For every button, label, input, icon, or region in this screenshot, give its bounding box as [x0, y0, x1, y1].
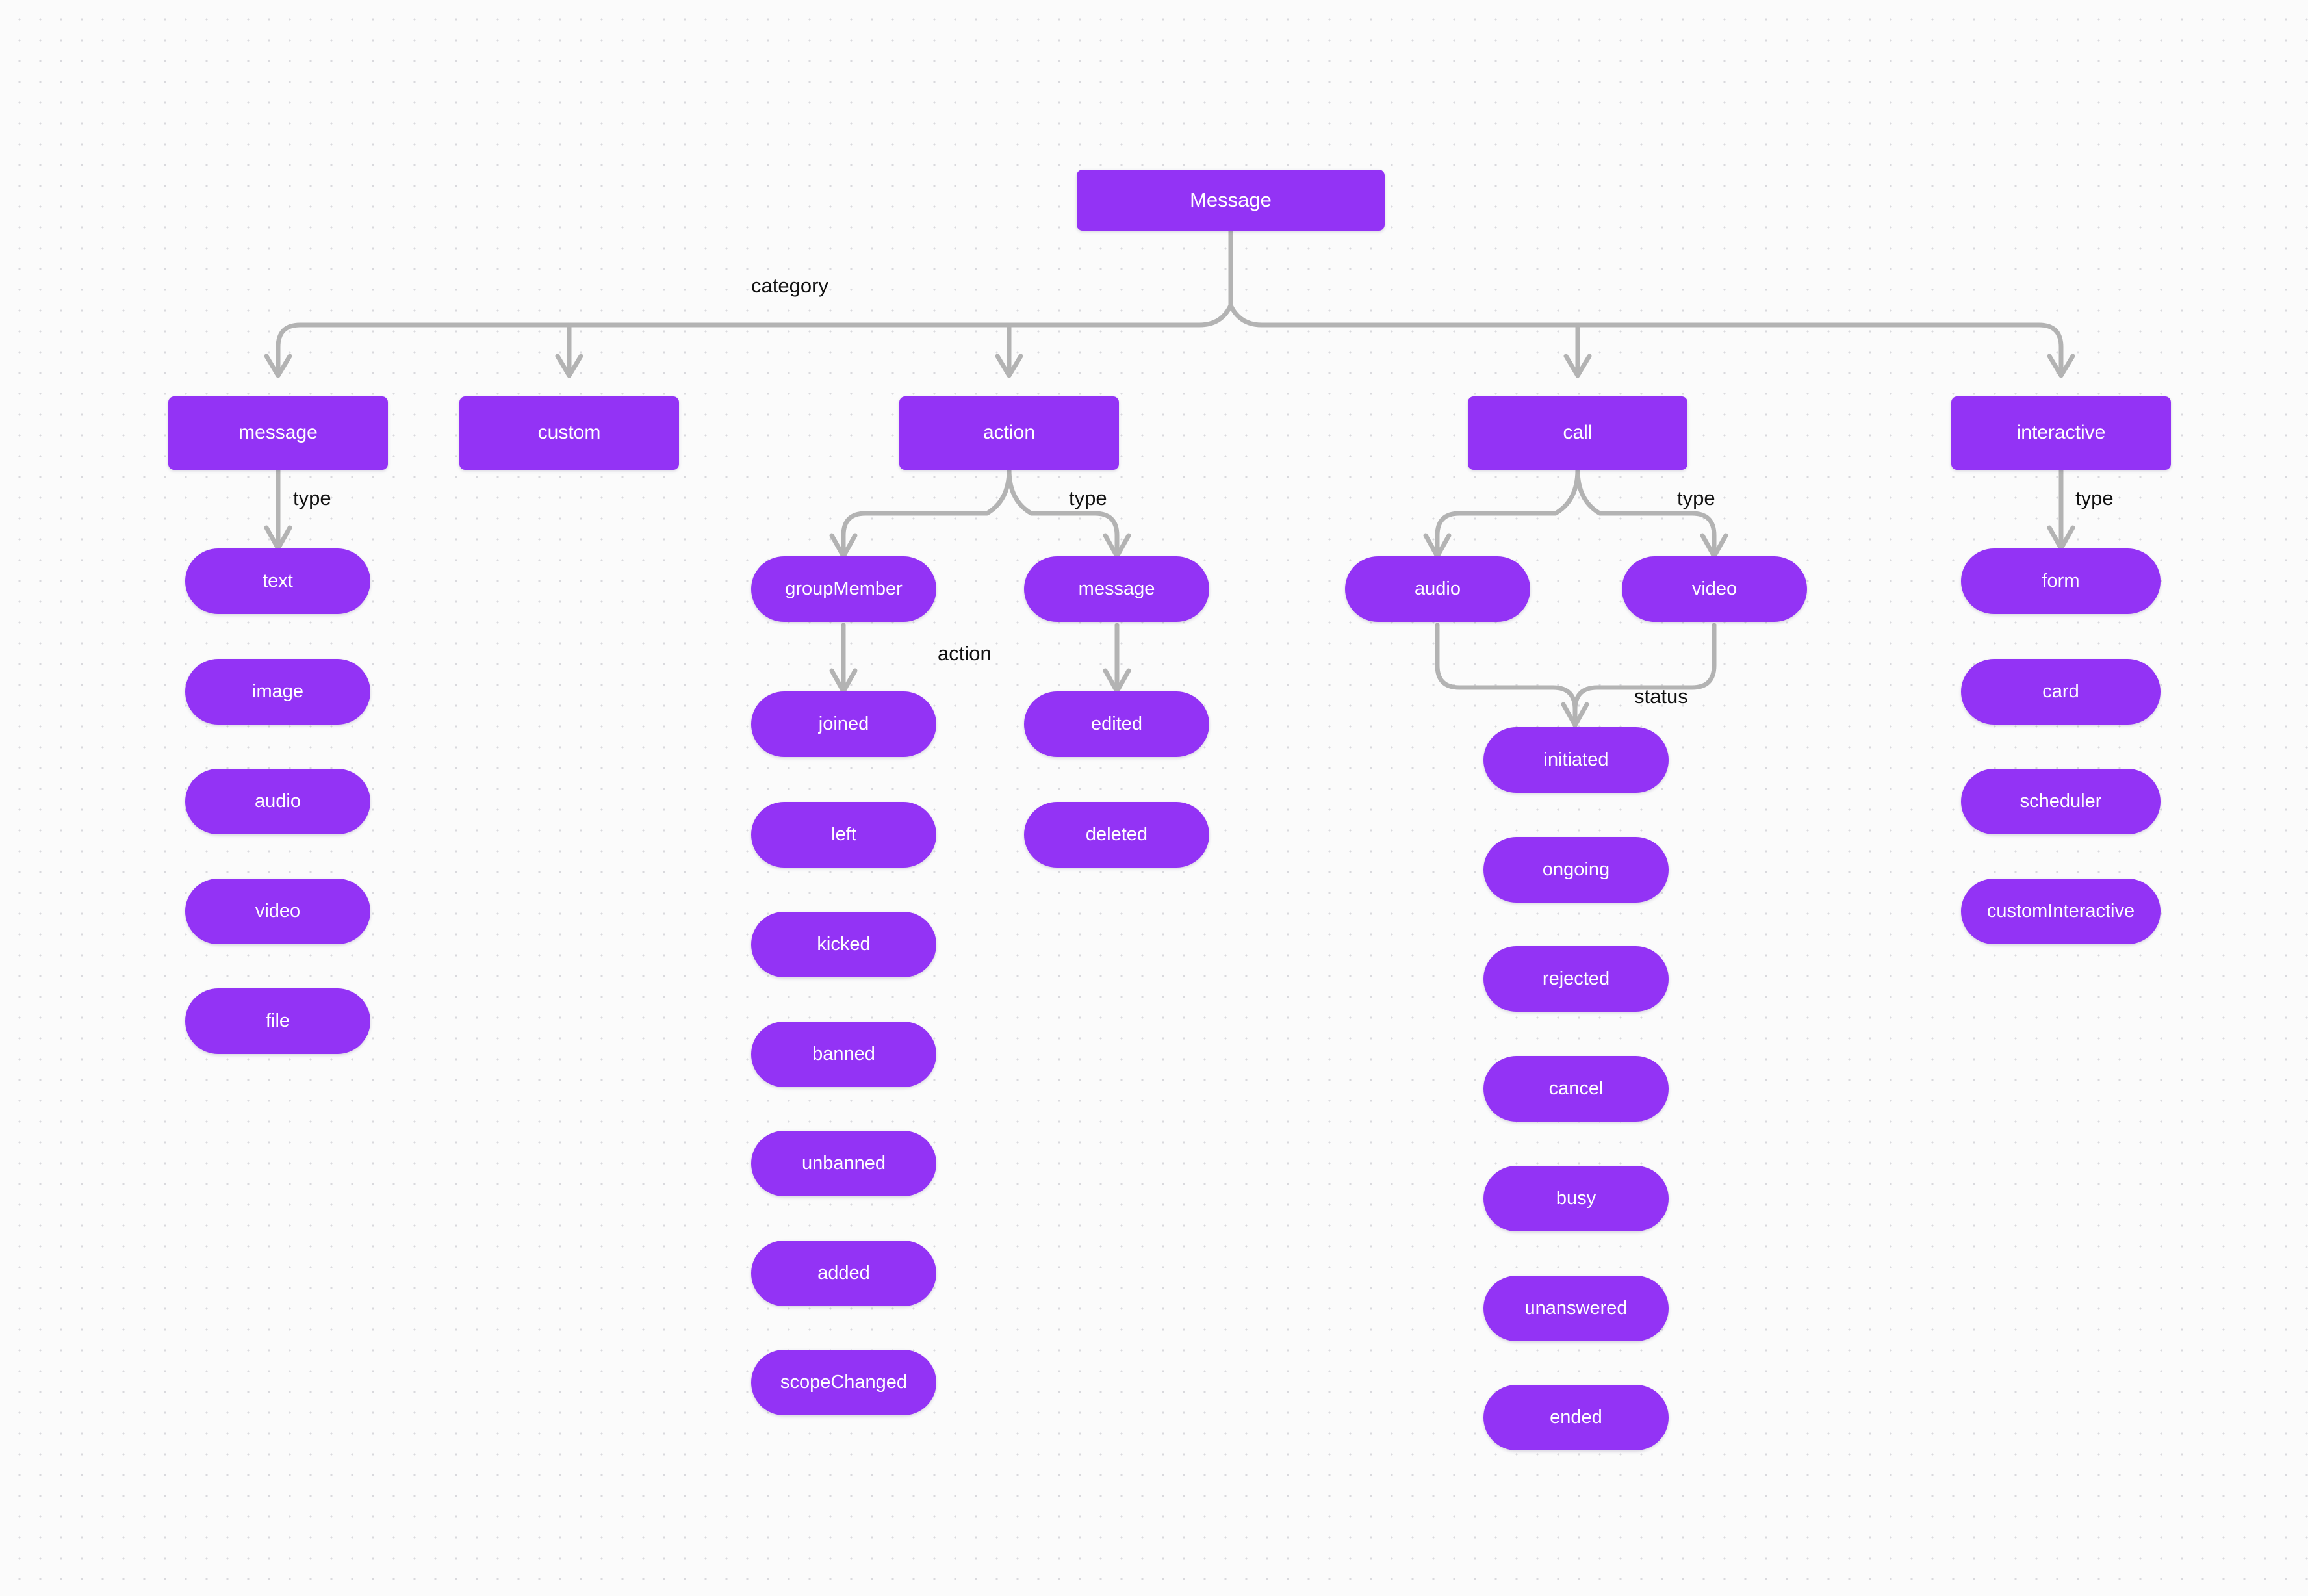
node-label: form: [2042, 570, 2080, 591]
edge-label-type-interactive: type: [2075, 487, 2114, 509]
edge-video-to-initiated: [1572, 623, 1717, 724]
arrow-to-custom: [555, 354, 583, 378]
node-action-type-groupmember[interactable]: groupMember: [751, 556, 936, 622]
arrow-to-interactive: [2047, 354, 2075, 378]
node-label: message: [1078, 578, 1155, 599]
edge-action-split-left: [841, 467, 1012, 555]
edge-audio-to-initiated: [1435, 623, 1578, 724]
edge-action-split-right: [1007, 467, 1120, 555]
node-message-action-edited[interactable]: edited: [1024, 691, 1209, 757]
node-category-interactive[interactable]: interactive: [1951, 396, 2171, 470]
node-label: deleted: [1085, 823, 1148, 845]
node-label: audio: [1415, 578, 1461, 599]
node-label: Message: [1190, 188, 1272, 212]
node-message-type-text[interactable]: text: [185, 548, 370, 614]
node-label: message: [238, 422, 318, 444]
node-label: card: [2042, 680, 2079, 702]
node-message-action-deleted[interactable]: deleted: [1024, 802, 1209, 868]
node-label: customInteractive: [1986, 900, 2135, 921]
edge-category-trunk-right: [1228, 303, 2064, 374]
edge-label-type-message: type: [293, 487, 331, 509]
node-label: video: [255, 900, 301, 921]
node-label: kicked: [817, 933, 871, 955]
node-groupmember-action-joined[interactable]: joined: [751, 691, 936, 757]
edge-label-type-action: type: [1069, 487, 1107, 509]
node-label: left: [831, 823, 856, 845]
node-label: video: [1691, 578, 1737, 599]
node-interactive-type-scheduler[interactable]: scheduler: [1961, 769, 2161, 834]
node-call-status-cancel[interactable]: cancel: [1483, 1056, 1669, 1122]
node-groupmember-action-added[interactable]: added: [751, 1241, 936, 1306]
node-label: text: [263, 570, 293, 591]
node-label: custom: [537, 422, 601, 444]
node-interactive-type-custominteractive[interactable]: customInteractive: [1961, 879, 2161, 944]
node-groupmember-action-unbanned[interactable]: unbanned: [751, 1131, 936, 1196]
node-label: ongoing: [1542, 858, 1610, 880]
node-label: cancel: [1548, 1077, 1604, 1099]
node-label: added: [817, 1262, 870, 1283]
node-label: unanswered: [1524, 1297, 1628, 1319]
node-label: call: [1563, 422, 1593, 444]
node-label: joined: [818, 713, 869, 734]
node-label: audio: [255, 790, 301, 812]
node-label: rejected: [1542, 968, 1610, 989]
node-label: action: [982, 422, 1036, 444]
node-root-message[interactable]: Message: [1077, 170, 1385, 231]
edge-call-split-right: [1575, 467, 1717, 555]
arrow-to-action: [995, 354, 1023, 378]
edge-label-status: status: [1634, 685, 1688, 708]
node-message-type-file[interactable]: file: [185, 988, 370, 1054]
node-label: file: [265, 1010, 290, 1031]
node-label: image: [252, 680, 303, 702]
node-interactive-type-form[interactable]: form: [1961, 548, 2161, 614]
node-label: scopeChanged: [780, 1371, 908, 1393]
node-category-message[interactable]: message: [168, 396, 388, 470]
node-label: interactive: [2016, 422, 2106, 444]
node-call-status-ongoing[interactable]: ongoing: [1483, 837, 1669, 903]
node-category-call[interactable]: call: [1468, 396, 1687, 470]
edge-category-trunk-left: [276, 303, 1233, 374]
edge-label-category: category: [751, 274, 828, 297]
node-label: scheduler: [2020, 790, 2102, 812]
edge-label-action: action: [938, 642, 992, 665]
node-message-type-image[interactable]: image: [185, 659, 370, 725]
node-groupmember-action-banned[interactable]: banned: [751, 1022, 936, 1087]
arrow-to-message: [264, 354, 292, 378]
node-groupmember-action-left[interactable]: left: [751, 802, 936, 868]
node-interactive-type-card[interactable]: card: [1961, 659, 2161, 725]
node-label: banned: [812, 1043, 875, 1064]
node-label: groupMember: [785, 578, 903, 599]
node-label: ended: [1550, 1406, 1602, 1428]
node-call-type-video[interactable]: video: [1622, 556, 1807, 622]
node-call-status-busy[interactable]: busy: [1483, 1166, 1669, 1231]
node-call-status-ended[interactable]: ended: [1483, 1385, 1669, 1450]
node-category-action[interactable]: action: [899, 396, 1119, 470]
node-label: unbanned: [801, 1152, 886, 1174]
node-groupmember-action-kicked[interactable]: kicked: [751, 912, 936, 977]
node-category-custom[interactable]: custom: [459, 396, 679, 470]
edge-call-split-left: [1435, 467, 1580, 555]
arrow-to-initiated: [1561, 702, 1589, 728]
node-label: initiated: [1543, 749, 1609, 770]
node-label: busy: [1556, 1187, 1596, 1209]
node-call-status-initiated[interactable]: initiated: [1483, 727, 1669, 793]
node-message-type-video[interactable]: video: [185, 879, 370, 944]
node-label: edited: [1090, 713, 1142, 734]
node-call-status-rejected[interactable]: rejected: [1483, 946, 1669, 1012]
node-action-type-message[interactable]: message: [1024, 556, 1209, 622]
edge-label-type-call: type: [1677, 487, 1715, 509]
node-call-status-unanswered[interactable]: unanswered: [1483, 1276, 1669, 1341]
arrow-to-call: [1563, 354, 1592, 378]
node-call-type-audio[interactable]: audio: [1345, 556, 1530, 622]
node-message-type-audio[interactable]: audio: [185, 769, 370, 834]
node-groupmember-action-scopechanged[interactable]: scopeChanged: [751, 1350, 936, 1415]
